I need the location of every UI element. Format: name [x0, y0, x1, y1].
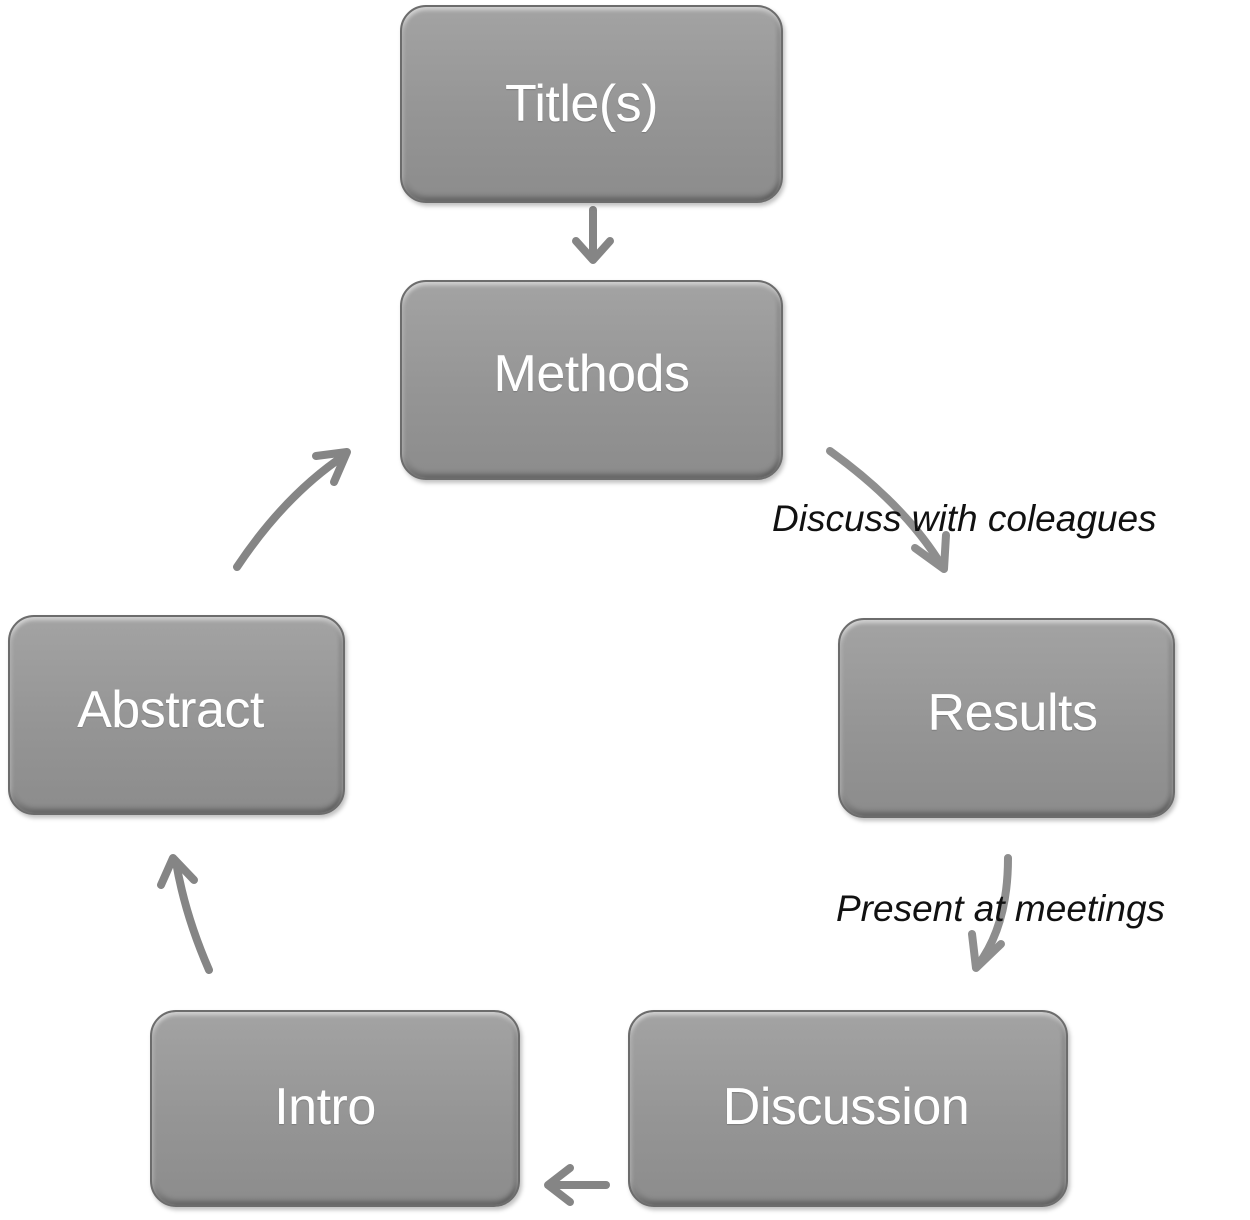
abstract-box: Abstract — [8, 615, 345, 815]
methods-box: Methods — [400, 280, 783, 480]
annotation-present-at-meetings: Present at meetings — [836, 888, 1166, 929]
title-box: Title(s) — [400, 5, 783, 203]
methods-box-label: Methods — [493, 345, 690, 403]
results-box-label: Results — [927, 684, 1098, 742]
intro-box-label: Intro — [274, 1077, 376, 1136]
arrow-results-to-discussion — [968, 854, 1012, 972]
arrow-title-to-methods — [572, 206, 614, 264]
discussion-box: Discussion — [628, 1010, 1068, 1207]
discussion-box-label: Discussion — [722, 1077, 970, 1136]
annotation-discuss-with-colleagues: Discuss with coleagues — [772, 498, 1157, 539]
arrow-abstract-to-methods — [233, 448, 351, 571]
results-box: Results — [838, 618, 1175, 818]
abstract-box-label: Abstract — [77, 681, 264, 739]
title-box-label: Title(s) — [505, 75, 658, 133]
arrow-discussion-to-intro — [544, 1164, 610, 1206]
arrow-methods-to-results — [826, 447, 950, 573]
arrow-intro-to-abstract — [157, 854, 213, 974]
intro-box: Intro — [150, 1010, 520, 1207]
